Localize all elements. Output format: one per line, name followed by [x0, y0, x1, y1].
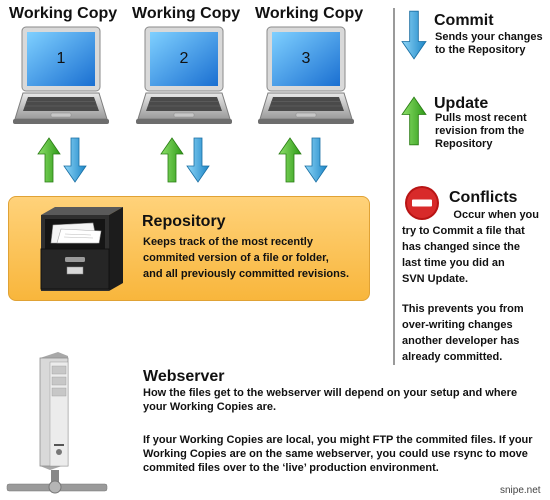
conflicts-note: This prevents you from over-writing chan…: [402, 301, 542, 365]
webserver-desc-line: How the files get to the webserver will …: [143, 387, 518, 399]
webserver-note-line: If your Working Copies are local, you mi…: [143, 434, 533, 446]
webserver-desc-line: your Working Copies are.: [143, 401, 277, 413]
repository-box: Repository Keeps track of the most recen…: [8, 196, 370, 301]
down-arrow-icon: [401, 10, 427, 60]
repository-title: Repository: [142, 213, 226, 230]
update-desc-line: revision from the: [435, 125, 525, 137]
commit-desc-line: to the Repository: [435, 44, 526, 56]
working-copy-title-3: Working Copy: [255, 5, 364, 22]
repository-desc-line: and all previously committed revisions.: [143, 268, 350, 280]
working-copy-title-2: Working Copy: [132, 5, 241, 22]
working-copy-number-2: 2: [179, 50, 189, 67]
conflicts-title: Conflicts: [449, 189, 518, 206]
commit-title: Commit: [434, 12, 494, 29]
conflicts-desc-line: try to Commit a file that: [402, 225, 525, 237]
laptop-3: 3: [256, 23, 356, 133]
repository-desc-line: commited version of a file or folder,: [143, 252, 329, 264]
legend-divider: [393, 8, 395, 365]
update-desc-line: Pulls most recent: [435, 112, 527, 124]
commit-description: Sends your changes to the Repository: [435, 31, 543, 57]
conflicts-desc-line: SVN Update.: [402, 273, 469, 285]
up-arrow-icon: [278, 137, 302, 183]
repository-description: Keeps track of the most recently commite…: [143, 234, 349, 282]
conflicts-description: Occur when you try to Commit a file that…: [402, 207, 539, 287]
webserver-note: If your Working Copies are local, you mi…: [143, 433, 533, 475]
up-arrow-icon: [401, 96, 427, 146]
server-icon: [6, 352, 108, 494]
no-entry-icon: [405, 186, 439, 220]
update-desc-line: Repository: [435, 138, 493, 150]
up-arrow-icon: [160, 137, 184, 183]
up-arrow-icon: [37, 137, 61, 183]
commit-desc-line: Sends your changes: [435, 31, 543, 43]
down-arrow-icon: [63, 137, 87, 183]
credit: snipe.net: [500, 485, 541, 496]
webserver-title: Webserver: [143, 368, 225, 385]
laptop-1: 1: [11, 23, 111, 133]
conflicts-note-line: already committed.: [402, 351, 503, 363]
conflicts-desc-line: Occur when you: [453, 209, 539, 221]
conflicts-desc-line: last time you did an: [402, 257, 505, 269]
webserver-note-line: Working Copies are on the same webserver…: [143, 448, 528, 460]
webserver-note-line: commited files over to the ‘live’ produc…: [143, 462, 439, 474]
working-copy-number-1: 1: [56, 50, 66, 67]
laptop-2: 2: [134, 23, 234, 133]
conflicts-note-line: over-writing changes: [402, 319, 513, 331]
down-arrow-icon: [304, 137, 328, 183]
sync-arrows-3: [278, 135, 338, 185]
webserver-description: How the files get to the webserver will …: [143, 386, 517, 414]
sync-arrows-2: [160, 135, 220, 185]
conflicts-desc-line: has changed since the: [402, 241, 520, 253]
working-copy-number-3: 3: [301, 50, 311, 67]
file-cabinet-icon: [40, 207, 123, 291]
sync-arrows-1: [37, 135, 97, 185]
working-copy-title-1: Working Copy: [9, 5, 118, 22]
conflicts-note-line: another developer has: [402, 335, 520, 347]
down-arrow-icon: [186, 137, 210, 183]
repository-desc-line: Keeps track of the most recently: [143, 236, 313, 248]
update-description: Pulls most recent revision from the Repo…: [435, 112, 527, 151]
update-title: Update: [434, 95, 489, 112]
conflicts-note-line: This prevents you from: [402, 303, 524, 315]
